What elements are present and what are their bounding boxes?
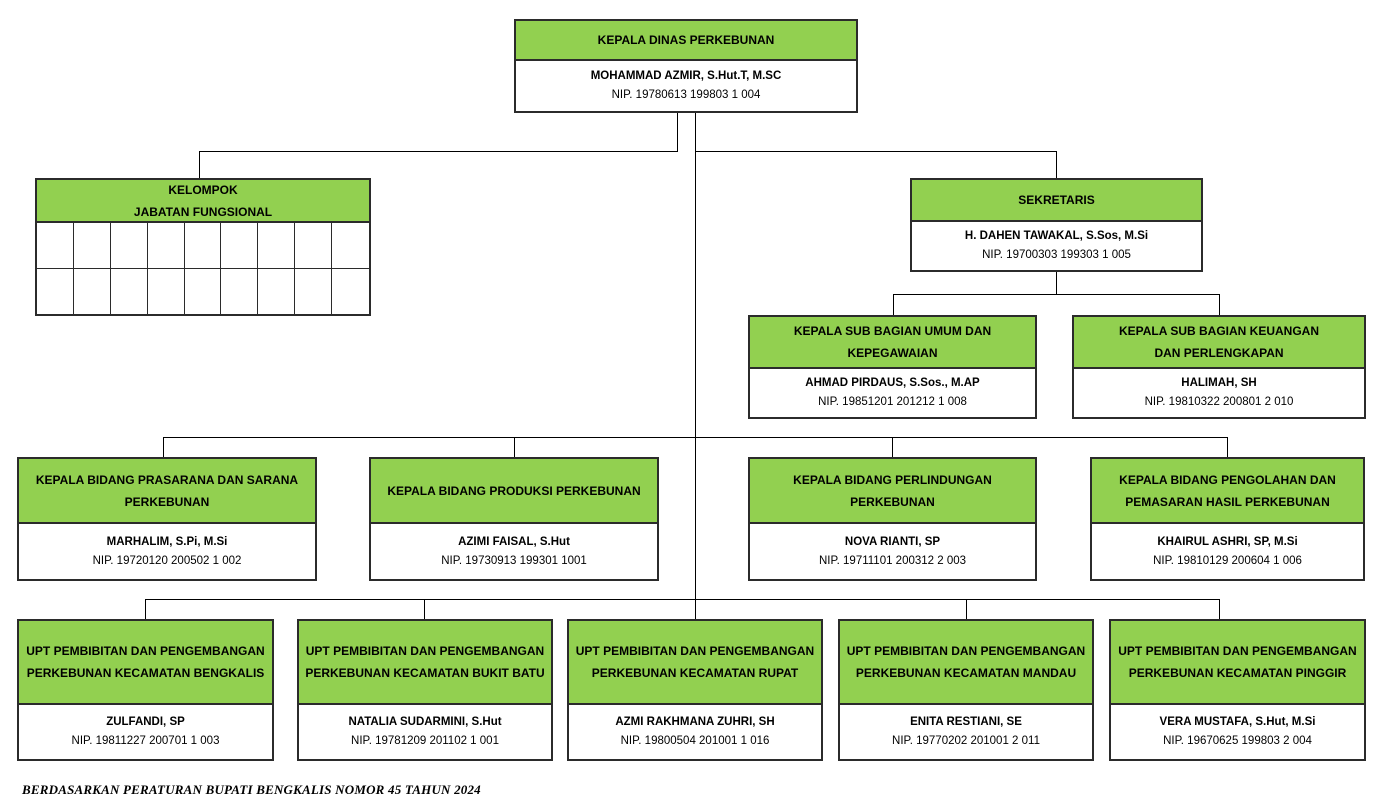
bidang-produksi-title: KEPALA BIDANG PRODUKSI PERKEBUNAN bbox=[371, 459, 657, 524]
subbag-umum-title: KEPALA SUB BAGIAN UMUM DAN KEPEGAWAIAN bbox=[750, 317, 1035, 369]
bidang-perlindungan-nip: NIP. 19711101 200312 2 003 bbox=[818, 554, 967, 567]
upt-mandau-name: ENITA RESTIANI, SE bbox=[910, 716, 1022, 728]
subbag-umum-nip: NIP. 19851201 201212 1 008 bbox=[818, 396, 967, 408]
sekretaris-name: H. DAHEN TAWAKAL, S.Sos, M.Si bbox=[964, 230, 1149, 242]
upt-rupat-box: UPT PEMBIBITAN DAN PENGEMBANGAN PERKEBUN… bbox=[567, 619, 823, 761]
sekretaris-title: SEKRETARIS bbox=[912, 180, 1201, 222]
upt-bukit-batu-box: UPT PEMBIBITAN DAN PENGEMBANGAN PERKEBUN… bbox=[297, 619, 553, 761]
fungsional-grid bbox=[37, 223, 369, 314]
bidang-produksi-box: KEPALA BIDANG PRODUKSI PERKEBUNAN AZIMI … bbox=[369, 457, 659, 581]
subbag-keuangan-name: HALIMAH, SH bbox=[1181, 377, 1257, 389]
sekretaris-box: SEKRETARIS H. DAHEN TAWAKAL, S.Sos, M.Si… bbox=[910, 178, 1203, 272]
sekretaris-nip: NIP. 19700303 199303 1 005 bbox=[982, 249, 1131, 261]
upt-bengkalis-name: ZULFANDI, SP bbox=[106, 716, 185, 728]
fungsional-title: KELOMPOK JABATAN FUNGSIONAL bbox=[37, 180, 369, 223]
head-box: KEPALA DINAS PERKEBUNAN MOHAMMAD AZMIR, … bbox=[514, 19, 858, 113]
upt-pinggir-box: UPT PEMBIBITAN DAN PENGEMBANGAN PERKEBUN… bbox=[1109, 619, 1366, 761]
subbag-keuangan-nip: NIP. 19810322 200801 2 010 bbox=[1144, 396, 1294, 408]
fungsional-box: KELOMPOK JABATAN FUNGSIONAL bbox=[35, 178, 371, 316]
upt-mandau-nip: NIP. 19770202 201001 2 011 bbox=[892, 735, 1040, 747]
subbag-umum-box: KEPALA SUB BAGIAN UMUM DAN KEPEGAWAIAN A… bbox=[748, 315, 1037, 419]
head-nip: NIP. 19780613 199803 1 004 bbox=[611, 89, 761, 101]
bidang-pengolahan-nip: NIP. 19810129 200604 1 006 bbox=[1153, 554, 1302, 567]
subbag-keuangan-box: KEPALA SUB BAGIAN KEUANGAN DAN PERLENGKA… bbox=[1072, 315, 1366, 419]
subbag-keuangan-title: KEPALA SUB BAGIAN KEUANGAN DAN PERLENGKA… bbox=[1074, 317, 1364, 369]
bidang-produksi-name: AZIMI FAISAL, S.Hut bbox=[458, 535, 570, 548]
upt-bengkalis-nip: NIP. 19811227 200701 1 003 bbox=[71, 735, 220, 747]
bidang-pengolahan-box: KEPALA BIDANG PENGOLAHAN DAN PEMASARAN H… bbox=[1090, 457, 1365, 581]
bidang-prasarana-name: MARHALIM, S.Pi, M.Si bbox=[106, 535, 228, 548]
upt-rupat-nip: NIP. 19800504 201001 1 016 bbox=[620, 735, 770, 747]
bidang-perlindungan-box: KEPALA BIDANG PERLINDUNGAN PERKEBUNAN NO… bbox=[748, 457, 1037, 581]
regulation-footnote: BERDASARKAN PERATURAN BUPATI BENGKALIS N… bbox=[22, 782, 481, 797]
subbag-umum-name: AHMAD PIRDAUS, S.Sos., M.AP bbox=[805, 377, 980, 389]
upt-pinggir-title: UPT PEMBIBITAN DAN PENGEMBANGAN PERKEBUN… bbox=[1111, 621, 1364, 705]
bidang-prasarana-title: KEPALA BIDANG PRASARANA DAN SARANA PERKE… bbox=[19, 459, 315, 524]
head-name: MOHAMMAD AZMIR, S.Hut.T, M.SC bbox=[590, 70, 782, 82]
bidang-prasarana-box: KEPALA BIDANG PRASARANA DAN SARANA PERKE… bbox=[17, 457, 317, 581]
bidang-prasarana-nip: NIP. 19720120 200502 1 002 bbox=[92, 554, 242, 567]
upt-pinggir-name: VERA MUSTAFA, S.Hut, M.Si bbox=[1159, 716, 1316, 728]
upt-mandau-title: UPT PEMBIBITAN DAN PENGEMBANGAN PERKEBUN… bbox=[840, 621, 1092, 705]
upt-rupat-name: AZMI RAKHMANA ZUHRI, SH bbox=[615, 716, 775, 728]
upt-bengkalis-box: UPT PEMBIBITAN DAN PENGEMBANGAN PERKEBUN… bbox=[17, 619, 274, 761]
upt-rupat-title: UPT PEMBIBITAN DAN PENGEMBANGAN PERKEBUN… bbox=[569, 621, 821, 705]
upt-pinggir-nip: NIP. 19670625 199803 2 004 bbox=[1163, 735, 1312, 747]
head-title: KEPALA DINAS PERKEBUNAN bbox=[516, 21, 856, 61]
upt-bukit-batu-title: UPT PEMBIBITAN DAN PENGEMBANGAN PERKEBUN… bbox=[299, 621, 551, 705]
upt-bukit-batu-nip: NIP. 19781209 201102 1 001 bbox=[351, 735, 499, 747]
bidang-produksi-nip: NIP. 19730913 199301 1001 bbox=[441, 554, 587, 567]
bidang-perlindungan-title: KEPALA BIDANG PERLINDUNGAN PERKEBUNAN bbox=[750, 459, 1035, 524]
upt-bukit-batu-name: NATALIA SUDARMINI, S.Hut bbox=[348, 716, 502, 728]
bidang-perlindungan-name: NOVA RIANTI, SP bbox=[844, 535, 941, 548]
bidang-pengolahan-name: KHAIRUL ASHRI, SP, M.Si bbox=[1157, 535, 1298, 548]
upt-mandau-box: UPT PEMBIBITAN DAN PENGEMBANGAN PERKEBUN… bbox=[838, 619, 1094, 761]
bidang-pengolahan-title: KEPALA BIDANG PENGOLAHAN DAN PEMASARAN H… bbox=[1092, 459, 1363, 524]
upt-bengkalis-title: UPT PEMBIBITAN DAN PENGEMBANGAN PERKEBUN… bbox=[19, 621, 272, 705]
